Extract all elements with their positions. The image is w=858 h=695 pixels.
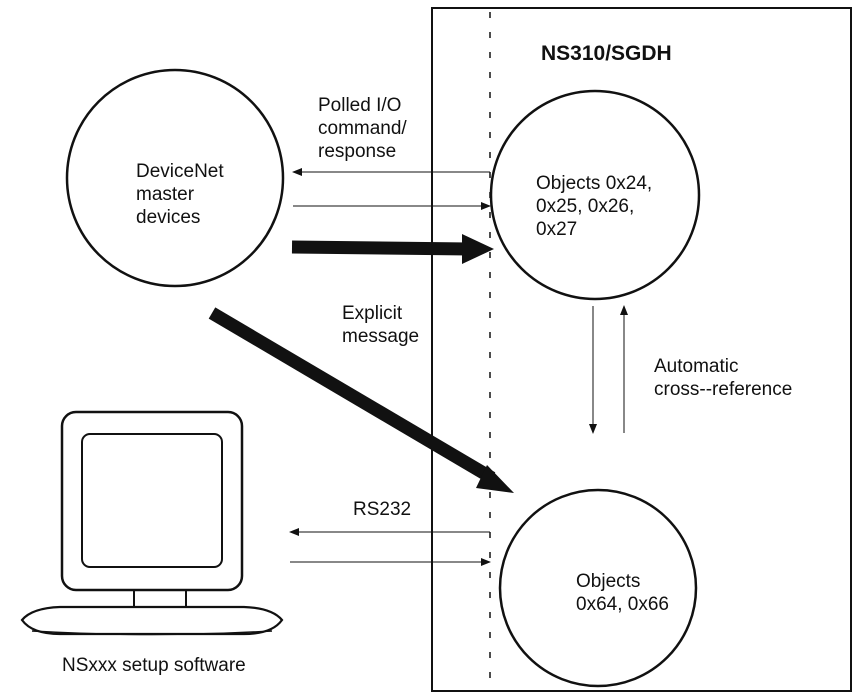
device-title: NS310/SGDH xyxy=(541,42,672,65)
rs232-label: RS232 xyxy=(353,499,412,520)
objects-bottom-label: Objects 0x64, 0x66 xyxy=(576,571,669,615)
master-to-objects-thick-arrow xyxy=(291,240,471,256)
objects-top-circle xyxy=(489,89,701,301)
master-devices-label: DeviceNet master devices xyxy=(136,161,224,228)
explicit-message-thick-arrow xyxy=(208,307,496,484)
computer-monitor-icon xyxy=(20,410,284,636)
objects-top-label: Objects 0x24, 0x25, 0x26, 0x27 xyxy=(536,173,653,240)
device-box xyxy=(431,7,852,692)
master-devices-circle xyxy=(65,68,285,288)
explicit-message-label: Explicit message xyxy=(342,303,420,347)
setup-software-label: NSxxx setup software xyxy=(62,655,246,676)
master-to-objects-thick-arrowhead xyxy=(462,234,494,264)
cross-reference-label: Automatic cross--reference xyxy=(654,356,793,400)
polled-io-label: Polled I/O command/ response xyxy=(318,95,407,162)
objects-bottom-circle xyxy=(498,488,698,688)
explicit-message-thick-arrowhead xyxy=(476,465,514,493)
